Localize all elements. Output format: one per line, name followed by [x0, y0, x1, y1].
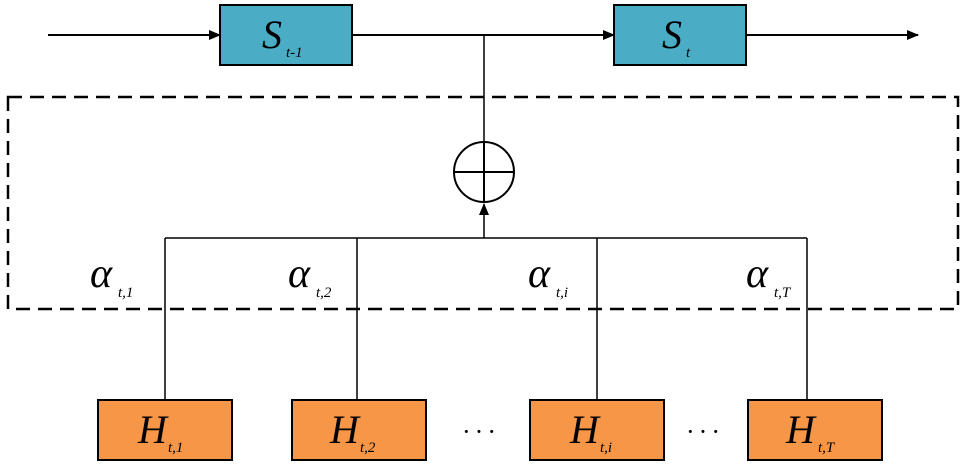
svg-text:H: H — [329, 407, 361, 452]
state-node-prev: S t-1 — [219, 4, 353, 66]
svg-text:S: S — [662, 12, 682, 57]
svg-text:H: H — [569, 407, 601, 452]
weight-label-1: α t,1 — [90, 251, 133, 301]
svg-text:α: α — [90, 251, 113, 297]
svg-text:t,T: t,T — [774, 285, 792, 301]
svg-text:α: α — [746, 251, 769, 297]
hidden-node-3: H t,i — [529, 399, 665, 461]
svg-text:t,1: t,1 — [118, 285, 133, 301]
svg-text:t-1: t-1 — [286, 45, 303, 61]
attention-region-box — [6, 95, 960, 311]
svg-text:α: α — [288, 251, 311, 297]
svg-text:t,T: t,T — [818, 440, 836, 456]
svg-text:t,2: t,2 — [360, 440, 376, 456]
svg-text:α: α — [528, 251, 551, 297]
state-node-current: S t — [613, 4, 747, 66]
svg-text:H: H — [137, 407, 169, 452]
svg-text:S: S — [262, 12, 282, 57]
weight-label-3: α t,i — [528, 251, 568, 301]
ellipsis-2: ··· — [686, 417, 724, 446]
weight-label-2: α t,2 — [288, 251, 332, 301]
svg-text:H: H — [785, 407, 817, 452]
svg-text:t,1: t,1 — [168, 440, 183, 456]
summation-node — [453, 141, 515, 203]
svg-text:t,2: t,2 — [316, 285, 332, 301]
hidden-node-1: H t,1 — [97, 399, 233, 461]
hidden-node-2: H t,2 — [291, 399, 427, 461]
ellipsis-1: ··· — [462, 417, 500, 446]
svg-text:t,i: t,i — [556, 285, 568, 301]
svg-text:t,i: t,i — [600, 440, 612, 456]
weight-label-4: α t,T — [746, 251, 792, 301]
svg-text:t: t — [686, 45, 691, 61]
hidden-node-4: H t,T — [747, 399, 883, 461]
